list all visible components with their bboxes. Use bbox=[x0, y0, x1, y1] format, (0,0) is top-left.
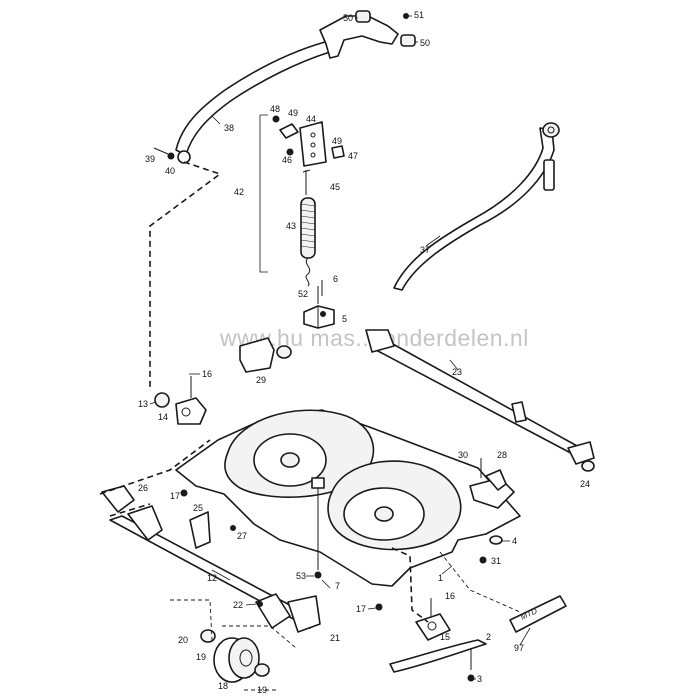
link-2 bbox=[389, 639, 487, 673]
callout-48: 48 bbox=[270, 104, 280, 114]
callout-25: 25 bbox=[193, 503, 203, 513]
callout-51: 51 bbox=[414, 10, 424, 20]
callout-52: 52 bbox=[298, 289, 308, 299]
callout-24: 24 bbox=[580, 479, 590, 489]
rear-axle-12 bbox=[101, 485, 321, 633]
callout-3: 3 bbox=[477, 674, 482, 684]
bracket-28 bbox=[480, 458, 507, 491]
bracket-14 bbox=[154, 376, 207, 425]
callout-37: 37 bbox=[420, 245, 430, 255]
mower-deck bbox=[175, 409, 521, 587]
callout-19a: 19 bbox=[196, 652, 206, 662]
washer-31 bbox=[479, 556, 487, 564]
callout-7: 7 bbox=[335, 581, 340, 591]
callout-17a: 17 bbox=[170, 491, 180, 501]
bracket-15 bbox=[415, 598, 451, 641]
hanger-bracket-29 bbox=[239, 337, 292, 373]
callout-15: 15 bbox=[440, 632, 450, 642]
callout-5: 5 bbox=[342, 314, 347, 324]
callout-40: 40 bbox=[165, 166, 175, 176]
callout-50a: 50 bbox=[343, 13, 353, 23]
callout-26: 26 bbox=[138, 483, 148, 493]
nut-4 bbox=[489, 535, 503, 545]
callout-47: 47 bbox=[348, 151, 358, 161]
spring-assembly-42 bbox=[259, 114, 345, 287]
leader-lines bbox=[149, 15, 531, 680]
decal-97: MTD bbox=[509, 595, 567, 633]
assembly-lines bbox=[99, 161, 521, 691]
lift-arm-38 bbox=[175, 10, 416, 164]
callout-23: 23 bbox=[452, 367, 462, 377]
callout-6: 6 bbox=[333, 274, 338, 284]
callout-44: 44 bbox=[306, 114, 316, 124]
front-axle-23 bbox=[365, 329, 595, 472]
callout-27: 27 bbox=[237, 531, 247, 541]
callout-12: 12 bbox=[207, 573, 217, 583]
callout-14: 14 bbox=[158, 412, 168, 422]
callout-13: 13 bbox=[138, 399, 148, 409]
callout-16b: 16 bbox=[445, 591, 455, 601]
callout-20: 20 bbox=[178, 635, 188, 645]
hanger-bracket-5 bbox=[303, 286, 335, 329]
callout-46: 46 bbox=[282, 155, 292, 165]
gauge-wheel-18 bbox=[200, 629, 270, 683]
callout-38: 38 bbox=[224, 123, 234, 133]
callout-22: 22 bbox=[233, 600, 243, 610]
callout-97: 97 bbox=[514, 643, 524, 653]
fasteners bbox=[153, 13, 475, 682]
callout-29: 29 bbox=[256, 375, 266, 385]
lift-arm-37 bbox=[393, 122, 560, 291]
callout-28: 28 bbox=[497, 450, 507, 460]
callout-39: 39 bbox=[145, 154, 155, 164]
callouts: 50 51 50 38 39 40 48 49 44 46 49 47 45 4… bbox=[138, 10, 590, 695]
callout-4: 4 bbox=[512, 536, 517, 546]
callout-50b: 50 bbox=[420, 38, 430, 48]
callout-1: 1 bbox=[438, 573, 443, 583]
callout-21: 21 bbox=[330, 633, 340, 643]
callout-49a: 49 bbox=[288, 108, 298, 118]
callout-19b: 19 bbox=[257, 685, 267, 695]
callout-18: 18 bbox=[218, 681, 228, 691]
callout-43: 43 bbox=[286, 221, 296, 231]
callout-17b: 17 bbox=[356, 604, 366, 614]
callout-42: 42 bbox=[234, 187, 244, 197]
callout-53: 53 bbox=[296, 571, 306, 581]
callout-31: 31 bbox=[491, 556, 501, 566]
callout-49b: 49 bbox=[332, 136, 342, 146]
callout-16a: 16 bbox=[202, 369, 212, 379]
callout-2: 2 bbox=[486, 632, 491, 642]
callout-30: 30 bbox=[458, 450, 468, 460]
callout-45: 45 bbox=[330, 182, 340, 192]
